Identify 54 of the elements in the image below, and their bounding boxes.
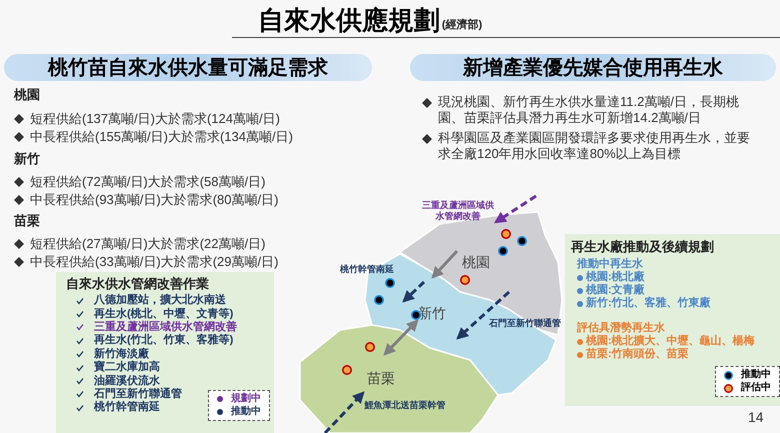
bullet-text: 科學園區及產業園區開發環評多要求使用再生水，並要求全廠120年用水回收率達80%以上為目標 bbox=[438, 130, 751, 162]
work-item: 再生水(竹北、竹東、客雅等) bbox=[94, 334, 234, 348]
work-item: 寶二水庫加高 bbox=[94, 361, 160, 374]
supply-text: 短程供給(72萬噸/日)大於需求(58萬噸/日) bbox=[30, 173, 266, 190]
title-note: (經濟部) bbox=[442, 18, 482, 33]
legend-text: 推動中 bbox=[741, 369, 771, 381]
work-item: 石門至新竹聯通管 bbox=[94, 388, 182, 400]
region-name: 桃園 bbox=[462, 254, 490, 270]
plant-item: 苗栗:竹南頭份、苗栗 bbox=[586, 348, 689, 361]
plan-panel bbox=[565, 234, 780, 406]
panel-heading: 再生水廠推動及後續規劃 bbox=[571, 238, 715, 256]
work-item: 油羅溪伏流水 bbox=[94, 374, 160, 388]
region-heading: 新竹 bbox=[14, 150, 40, 167]
supply-text: 中長程供給(33萬噸/日)大於需求(29萬噸/日) bbox=[30, 253, 278, 270]
subheading: 推動中再生水 bbox=[576, 258, 644, 270]
edge-label: 三重及蘆洲區域供水管網改善 bbox=[421, 200, 495, 222]
work-item: 新竹海淡廠 bbox=[94, 348, 149, 360]
arrow bbox=[431, 250, 458, 279]
supply-text: 短程供給(27萬噸/日)大於需求(22萬噸/日) bbox=[30, 235, 266, 252]
region-name: 苗栗 bbox=[367, 370, 395, 386]
region-heading: 桃園 bbox=[14, 86, 40, 103]
legend-text: 推動中 bbox=[231, 406, 261, 418]
supply-text: 中長程供給(155萬噸/日)大於需求(134萬噸/日) bbox=[30, 128, 293, 145]
supply-text: 中長程供給(93萬噸/日)大於需求(80萬噸/日) bbox=[30, 191, 278, 208]
arrow bbox=[402, 280, 426, 303]
legend-text: 評估中 bbox=[741, 382, 771, 394]
arrow bbox=[456, 290, 510, 340]
work-item: 八德加壓站，擴大北水南送 bbox=[94, 294, 226, 308]
page-title: 自來水供應規劃 bbox=[258, 4, 440, 36]
arrow bbox=[383, 319, 419, 356]
banner-text: 新增產業優先媒合使用再生水 bbox=[463, 56, 723, 80]
banner-text: 桃竹苗自來水供水量可滿足需求 bbox=[48, 56, 328, 80]
plant-item: 桃園:桃北擴大、中壢、龜山、楊梅 bbox=[586, 335, 755, 348]
plant-item: 桃園:文青廠 bbox=[586, 284, 645, 296]
page-number: 14 bbox=[748, 408, 764, 426]
supply-text: 短程供給(137萬噸/日)大於需求(124萬噸/日) bbox=[30, 110, 280, 127]
panel-heading: 自來水供水管網改善作業 bbox=[66, 275, 210, 293]
legend-text: 規劃中 bbox=[231, 393, 261, 405]
section-banner bbox=[4, 54, 372, 81]
bullet-text: 現況桃園、新竹再生水供水量達11.2萬噸/日，長期桃園、苗栗評估具潛力再生水可新增14.2萬噸/日 bbox=[438, 94, 740, 126]
plant-item: 桃園:桃北廠 bbox=[586, 271, 645, 284]
edge-label: 鯉魚潭北送苗栗幹管 bbox=[364, 400, 446, 411]
edge-label: 石門至新竹聯通管 bbox=[488, 318, 562, 329]
work-item: 三重及蘆洲區域供水管網改善 bbox=[94, 320, 237, 334]
region-heading: 苗栗 bbox=[14, 212, 40, 229]
edge-label: 桃竹幹管南延 bbox=[338, 264, 395, 275]
work-item: 再生水(桃北、中壢、文青等) bbox=[94, 308, 234, 320]
arrow bbox=[324, 391, 365, 433]
work-list-panel bbox=[56, 272, 274, 433]
arrow bbox=[494, 194, 537, 224]
work-item: 桃竹幹管南延 bbox=[94, 401, 160, 414]
plant-item: 新竹:竹北、客雅、竹東廠 bbox=[586, 297, 711, 310]
section-banner bbox=[410, 54, 776, 81]
subheading: 評估具潛勢再生水 bbox=[576, 322, 666, 334]
